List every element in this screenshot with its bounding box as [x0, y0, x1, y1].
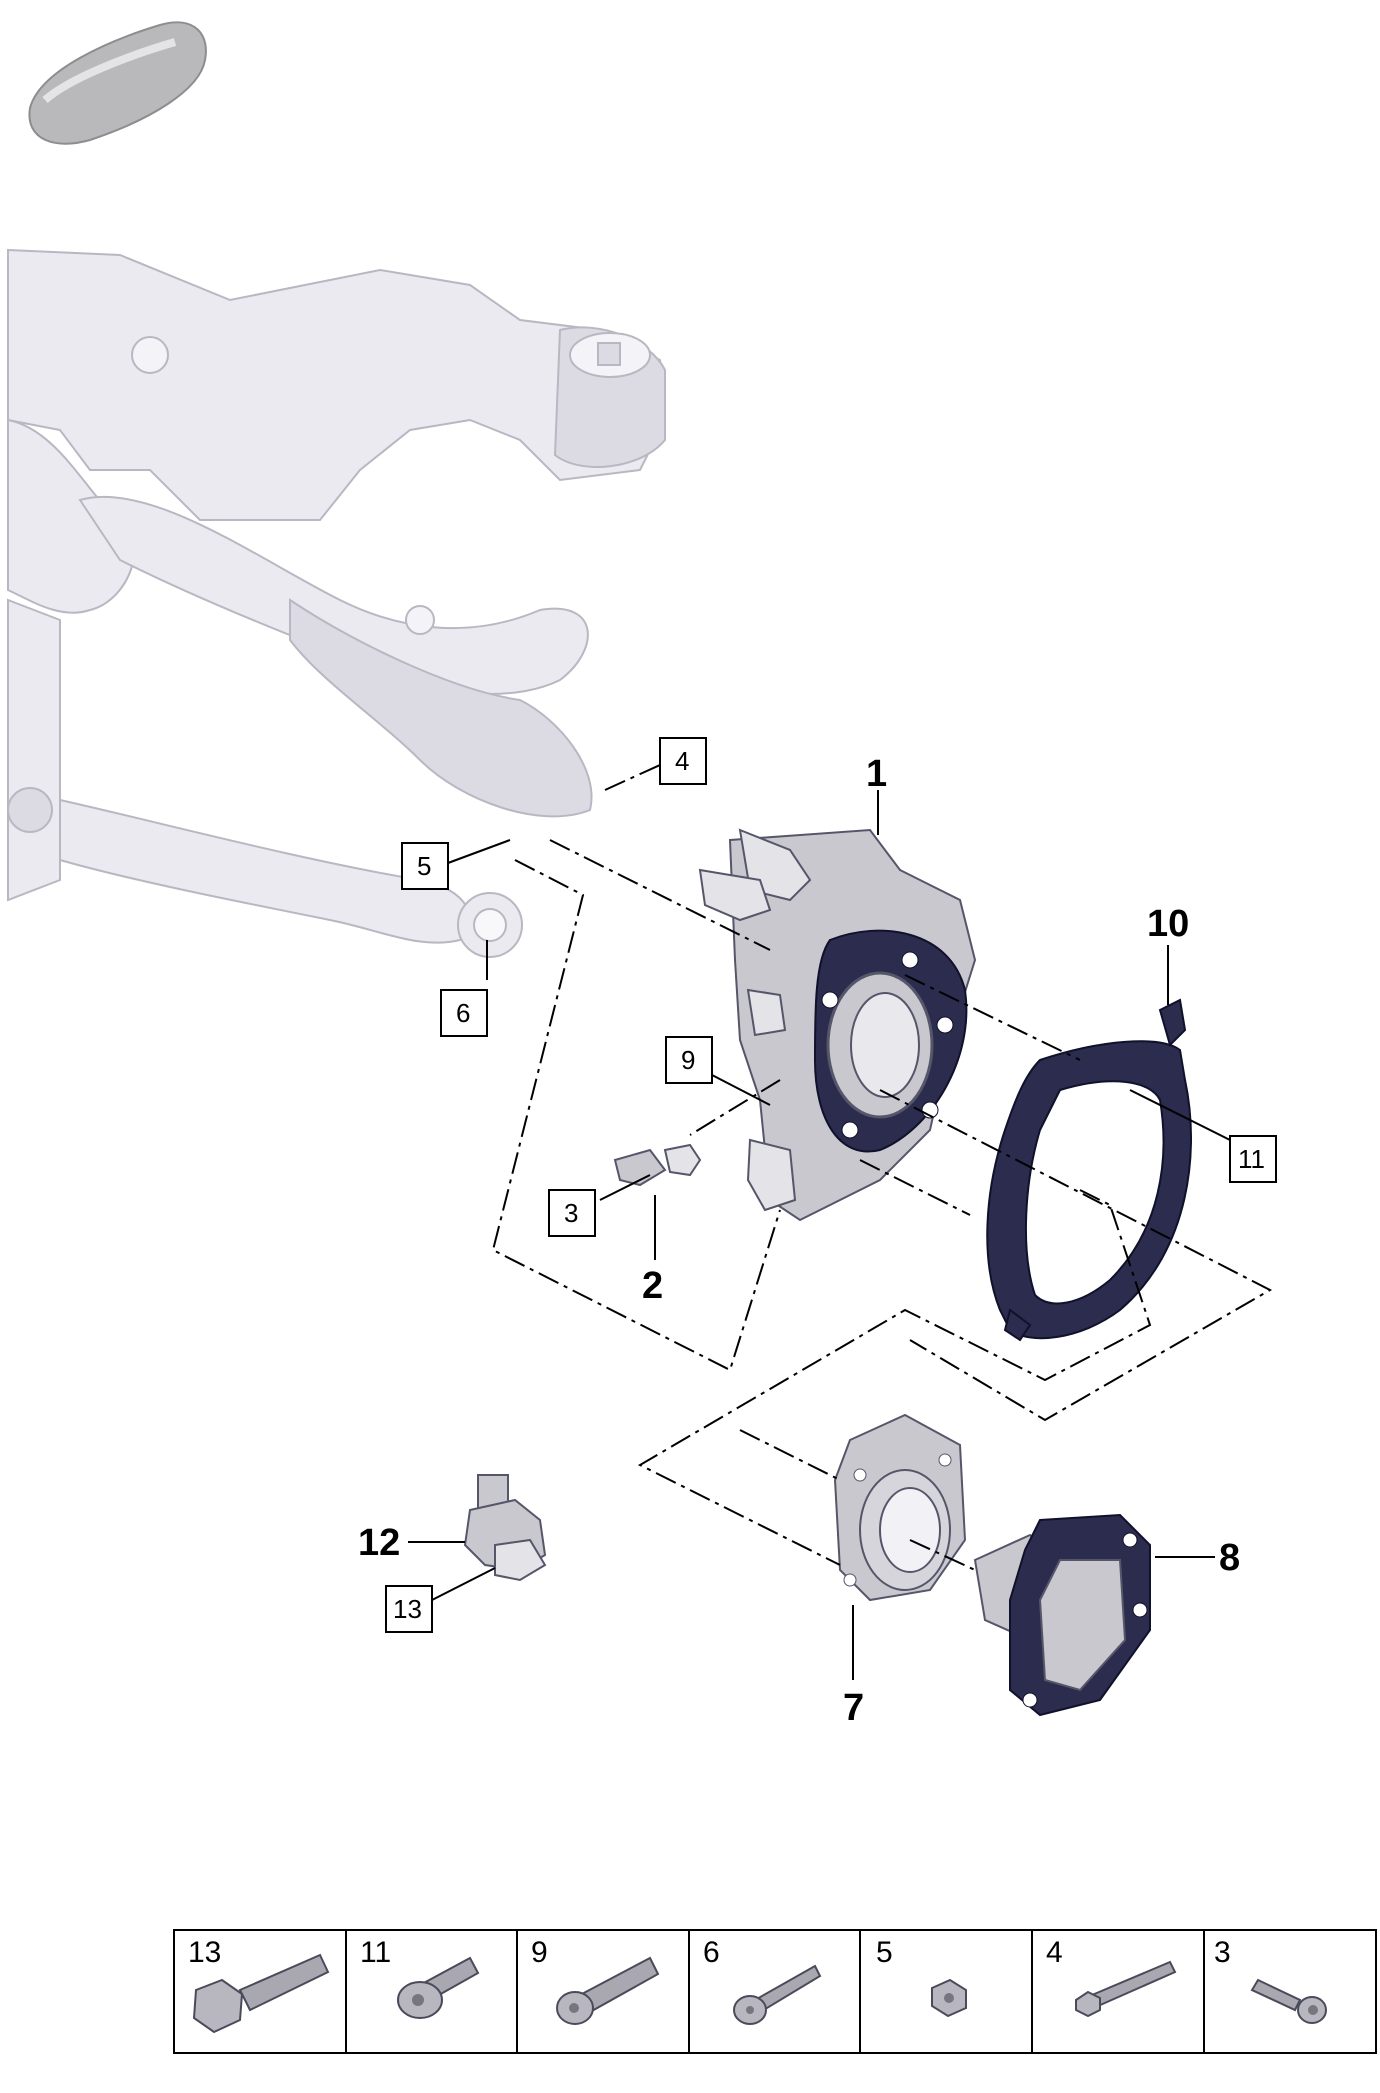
- long-bolt-icon: [733, 1964, 822, 2025]
- fastener-legend: 13 11 9 6 5: [173, 1929, 1377, 2054]
- flange-bolt-icon: [397, 1956, 480, 2019]
- wheel-carrier-part-1: [698, 828, 977, 1222]
- callout-box-4: [659, 737, 707, 785]
- slim-bolt-icon: [1075, 1960, 1177, 2018]
- callout-2: 2: [642, 1265, 663, 1307]
- callout-box-9: [665, 1036, 713, 1084]
- callout-9: 9: [681, 1045, 695, 1075]
- rear-subframe: [7, 248, 667, 958]
- wheel-bearing-part-7: [833, 1413, 967, 1602]
- car-thumbnail-icon: [28, 21, 207, 145]
- callouts: 1 4 5 6 10 9 11 3 2 12 8 13 7: [358, 737, 1277, 1729]
- callout-box-6: [440, 989, 488, 1037]
- dust-shield-part-10: [986, 998, 1192, 1342]
- callout-8: 8: [1219, 1537, 1240, 1579]
- wheel-hub-part-8: [973, 1513, 1151, 1717]
- callout-11: 11: [1238, 1144, 1265, 1174]
- legend-number: 6: [703, 1936, 720, 1969]
- assembly-lines: [491, 764, 1273, 1571]
- level-sensor-part-12: [463, 1474, 547, 1582]
- callout-box-5: [401, 842, 449, 890]
- legend-number: 13: [188, 1936, 221, 1969]
- hex-bolt-large-icon: [192, 1953, 330, 2034]
- legend-number: 9: [531, 1936, 548, 1969]
- callout-4: 4: [675, 746, 689, 776]
- legend-number: 5: [876, 1936, 893, 1969]
- leader-lines: [408, 790, 1231, 1680]
- socket-head-screw-icon: [1250, 1978, 1327, 2024]
- callout-box-3: [548, 1189, 596, 1237]
- callout-12: 12: [358, 1522, 400, 1564]
- callout-6: 6: [456, 998, 470, 1028]
- legend-number: 11: [360, 1936, 391, 1969]
- sensor-part-2: [613, 1143, 702, 1187]
- hex-nut-icon: [931, 1978, 967, 2018]
- callout-13: 13: [393, 1594, 422, 1624]
- callout-10: 10: [1147, 903, 1189, 945]
- callout-box-13: [385, 1585, 433, 1633]
- torx-bolt-icon: [556, 1956, 660, 2025]
- callout-5: 5: [417, 851, 431, 881]
- legend-number: 4: [1046, 1936, 1063, 1969]
- callout-7: 7: [843, 1687, 864, 1729]
- callout-3: 3: [564, 1198, 578, 1228]
- legend-number: 3: [1214, 1936, 1231, 1969]
- callout-box-11: [1229, 1135, 1277, 1183]
- callout-1: 1: [866, 753, 887, 795]
